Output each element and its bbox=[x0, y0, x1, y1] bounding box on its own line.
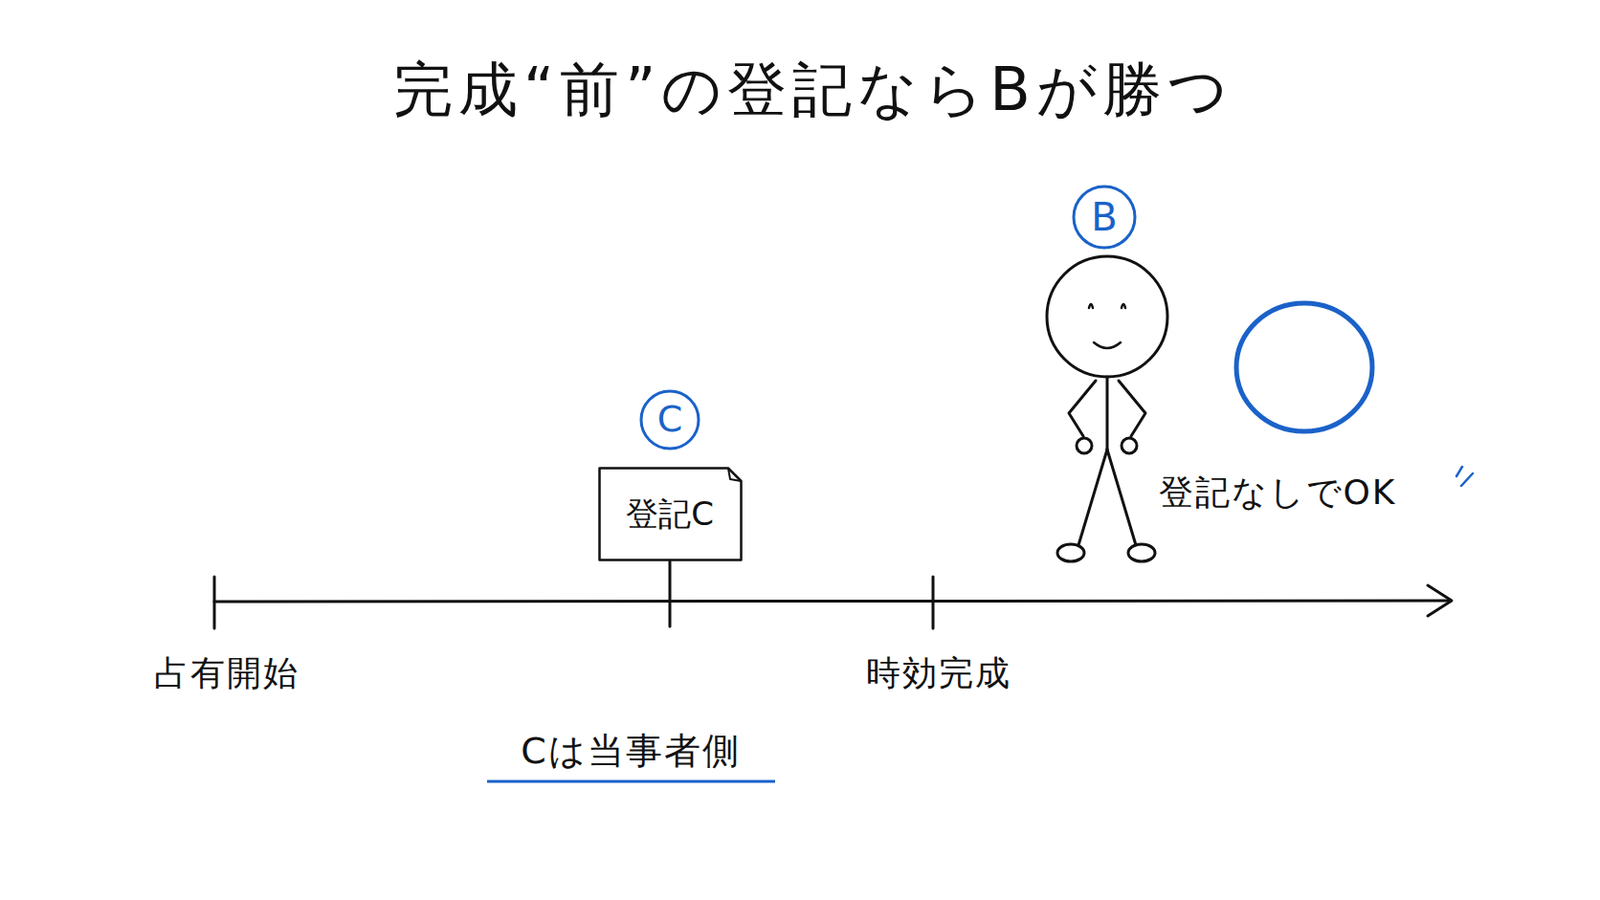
timeline-label: 時効完成 bbox=[866, 653, 1012, 693]
emphasis-marks bbox=[1456, 466, 1473, 487]
ok-circle-mark bbox=[1236, 303, 1373, 432]
sign-post bbox=[668, 561, 672, 627]
note-underline bbox=[487, 780, 776, 784]
timeline-axis bbox=[214, 600, 1450, 602]
party-circle: B bbox=[1071, 184, 1137, 250]
party-circle: C bbox=[639, 389, 701, 451]
title: 完成“前”の登記ならBが勝つ bbox=[393, 55, 1234, 124]
note-text: Cは当事者側 bbox=[520, 731, 741, 774]
party-letter: C bbox=[657, 400, 684, 441]
registration-sign: 登記C bbox=[598, 466, 743, 562]
sign-text: 登記C bbox=[625, 496, 714, 533]
completion-tick bbox=[932, 577, 935, 629]
stick-figure bbox=[1046, 256, 1168, 562]
note-text: 登記なしでOK bbox=[1158, 472, 1398, 512]
start-tick bbox=[213, 577, 217, 629]
timeline-arrowhead bbox=[1427, 585, 1452, 617]
timeline-label: 占有開始 bbox=[154, 653, 300, 693]
party-letter: B bbox=[1090, 196, 1117, 239]
